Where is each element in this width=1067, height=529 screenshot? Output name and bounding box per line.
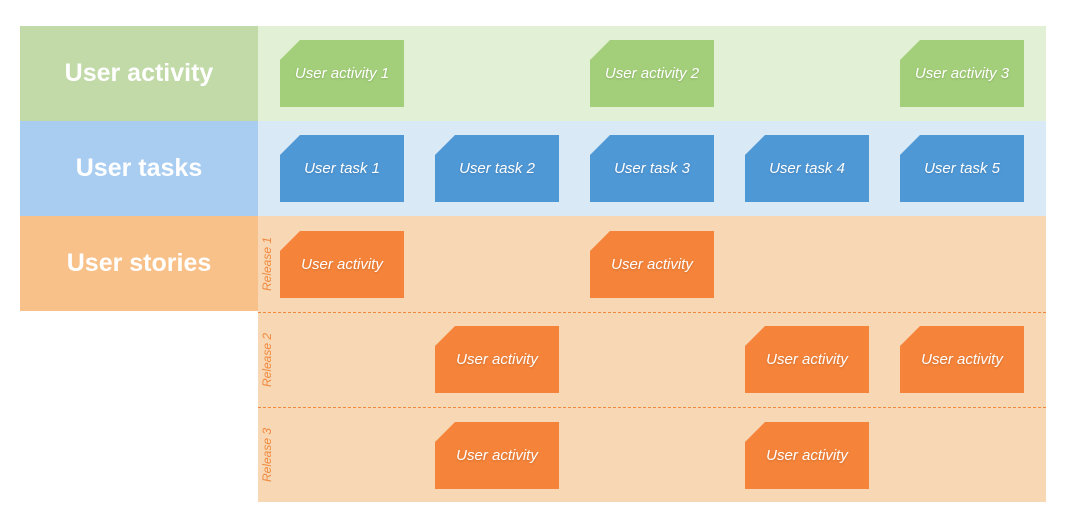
task-card[interactable]: User task 5: [900, 135, 1024, 202]
task-card[interactable]: User task 2: [435, 135, 559, 202]
card-label: User activity: [766, 447, 848, 464]
release-label-2: Release 2: [258, 312, 276, 407]
task-card[interactable]: User task 4: [745, 135, 869, 202]
release-label-1: Release 1: [258, 216, 276, 312]
release-label-3: Release 3: [258, 407, 276, 502]
release-divider: [258, 407, 1046, 408]
card-label: User task 4: [769, 160, 845, 177]
release-label-text: Release 3: [260, 427, 275, 482]
story-card[interactable]: User activity: [280, 231, 404, 298]
card-label: User activity: [921, 351, 1003, 368]
card-label: User activity: [456, 351, 538, 368]
story-card[interactable]: User activity: [745, 326, 869, 393]
card-label: User activity: [611, 256, 693, 273]
card-label: User activity: [456, 447, 538, 464]
story-card[interactable]: User activity: [435, 326, 559, 393]
card-label: User activity 3: [914, 65, 1010, 82]
row-label-text: User tasks: [75, 154, 203, 182]
story-card[interactable]: User activity: [590, 231, 714, 298]
release-divider: [258, 312, 1046, 313]
row-label-text: User activity: [64, 59, 214, 87]
card-label: User activity: [766, 351, 848, 368]
activity-card[interactable]: User activity 1: [280, 40, 404, 107]
card-label: User activity 1: [294, 65, 390, 82]
card-label: User task 3: [614, 160, 690, 177]
story-card[interactable]: User activity: [900, 326, 1024, 393]
card-label: User task 1: [304, 160, 380, 177]
release-label-text: Release 2: [260, 332, 275, 387]
card-label: User activity: [301, 256, 383, 273]
card-label: User task 2: [459, 160, 535, 177]
activity-card[interactable]: User activity 2: [590, 40, 714, 107]
row-label-user-activity: User activity: [20, 26, 258, 121]
task-card[interactable]: User task 3: [590, 135, 714, 202]
card-label: User task 5: [924, 160, 1000, 177]
row-label-text: User stories: [66, 249, 212, 277]
task-card[interactable]: User task 1: [280, 135, 404, 202]
release-label-text: Release 1: [260, 236, 275, 292]
story-card[interactable]: User activity: [745, 422, 869, 489]
card-label: User activity 2: [604, 65, 700, 82]
row-label-user-stories: User stories: [20, 216, 258, 311]
story-card[interactable]: User activity: [435, 422, 559, 489]
activity-card[interactable]: User activity 3: [900, 40, 1024, 107]
row-label-user-tasks: User tasks: [20, 121, 258, 216]
